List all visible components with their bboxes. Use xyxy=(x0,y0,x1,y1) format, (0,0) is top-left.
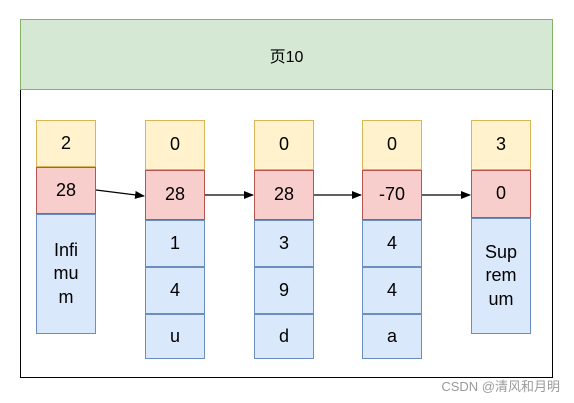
record-3-next-offset: -70 xyxy=(362,170,422,220)
record-3-field-3: a xyxy=(362,314,422,359)
page-header: 页10 xyxy=(20,19,553,90)
record-1-field-1: 1 xyxy=(145,220,205,267)
record-3-field-2: 4 xyxy=(362,267,422,314)
record-2-field-1: 3 xyxy=(254,220,314,267)
record-2-next-offset: 28 xyxy=(254,170,314,220)
supremum-label: Sup rem um xyxy=(471,218,531,334)
record-3-field-1: 4 xyxy=(362,220,422,267)
page-title: 页10 xyxy=(269,48,304,66)
infimum-next-offset: 28 xyxy=(36,167,96,214)
record-1-next-offset: 28 xyxy=(145,170,205,220)
record-2-n-owned: 0 xyxy=(254,120,314,170)
record-2-field-3: d xyxy=(254,314,314,359)
record-1-field-3: u xyxy=(145,314,205,359)
supremum-n-owned: 3 xyxy=(471,120,531,170)
watermark: CSDN @清风和月明 xyxy=(441,379,560,394)
record-3-n-owned: 0 xyxy=(362,120,422,170)
infimum-n-owned: 2 xyxy=(36,120,96,167)
record-1-n-owned: 0 xyxy=(145,120,205,170)
supremum-next-offset: 0 xyxy=(471,170,531,218)
record-1-field-2: 4 xyxy=(145,267,205,314)
record-2-field-2: 9 xyxy=(254,267,314,314)
infimum-label: Infi mu m xyxy=(36,214,96,334)
